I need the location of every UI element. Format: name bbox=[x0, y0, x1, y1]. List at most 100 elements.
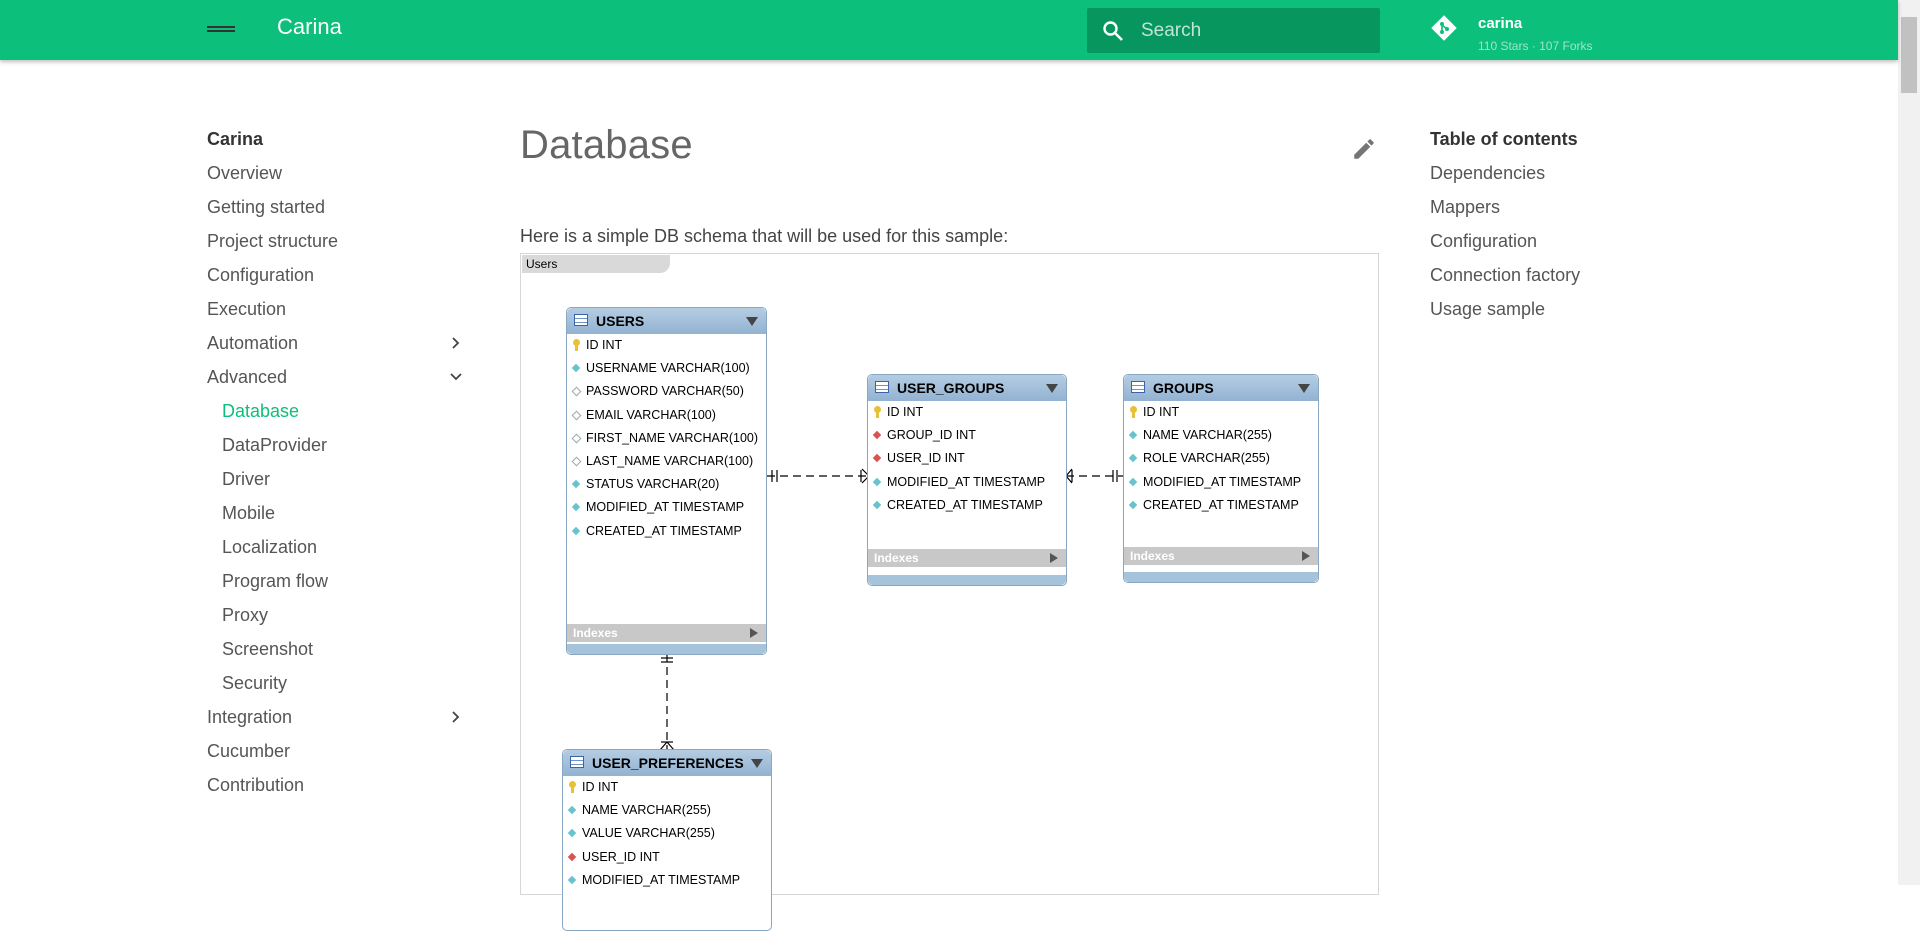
column-row[interactable]: ID INT bbox=[868, 401, 1066, 424]
logo[interactable] bbox=[207, 26, 235, 32]
edit-pencil-icon[interactable] bbox=[1351, 136, 1377, 162]
sidebar-item-label: Cucumber bbox=[207, 741, 291, 761]
indexes-bar[interactable]: Indexes bbox=[567, 624, 766, 642]
column-row[interactable]: MODIFIED_AT TIMESTAMP bbox=[1124, 471, 1318, 494]
sidebar-item-label: Getting started bbox=[207, 197, 326, 217]
column-row[interactable]: FIRST_NAME VARCHAR(100) bbox=[567, 427, 766, 450]
indexes-label: Indexes bbox=[874, 551, 919, 565]
column-label: USERNAME VARCHAR(100) bbox=[586, 361, 750, 376]
page-scrollbar[interactable] bbox=[1898, 0, 1920, 885]
collapse-arrow-icon[interactable] bbox=[751, 759, 763, 768]
column-row[interactable]: ID INT bbox=[563, 776, 771, 799]
column-row[interactable]: ROLE VARCHAR(255) bbox=[1124, 447, 1318, 470]
sidebar-item-driver[interactable]: Driver bbox=[207, 466, 477, 500]
table-name: USER_PREFERENCES bbox=[592, 755, 744, 771]
toc-item-connection-factory[interactable]: Connection factory bbox=[1430, 265, 1581, 285]
toc-item-configuration[interactable]: Configuration bbox=[1430, 231, 1538, 251]
column-label: USER_ID INT bbox=[582, 849, 660, 864]
column-row[interactable]: STATUS VARCHAR(20) bbox=[567, 473, 766, 496]
chevron-down-icon[interactable] bbox=[449, 370, 463, 384]
sidebar-item-advanced[interactable]: Advanced bbox=[207, 364, 477, 398]
table-header[interactable]: GROUPS bbox=[1124, 375, 1318, 401]
column-row[interactable]: GROUP_ID INT bbox=[868, 424, 1066, 447]
sidebar-item-automation[interactable]: Automation bbox=[207, 330, 477, 364]
sidebar-item-mobile[interactable]: Mobile bbox=[207, 500, 477, 534]
repo-link[interactable]: carina 110 Stars · 107 Forks bbox=[1430, 10, 1630, 50]
sidebar-item-project-structure[interactable]: Project structure bbox=[207, 228, 477, 262]
sidebar-item-label: Security bbox=[222, 673, 288, 693]
column-row[interactable]: USER_ID INT bbox=[868, 447, 1066, 470]
column-row[interactable]: CREATED_AT TIMESTAMP bbox=[567, 520, 766, 543]
sidebar-item-database[interactable]: Database bbox=[207, 398, 477, 432]
column-icon bbox=[1128, 477, 1138, 486]
collapse-arrow-icon[interactable] bbox=[746, 317, 758, 326]
column-label: NAME VARCHAR(255) bbox=[1143, 428, 1272, 443]
table-header[interactable]: USER_GROUPS bbox=[868, 375, 1066, 401]
column-label: LAST_NAME VARCHAR(100) bbox=[586, 453, 754, 468]
column-list: ID INT USERNAME VARCHAR(100) PASSWORD VARC… bbox=[567, 334, 766, 543]
scrollbar-thumb[interactable] bbox=[1901, 17, 1917, 93]
indexes-bar[interactable]: Indexes bbox=[1124, 547, 1318, 565]
chevron-right-icon[interactable] bbox=[449, 710, 463, 724]
search-input[interactable] bbox=[1141, 8, 1361, 53]
table-header[interactable]: USER_PREFERENCES bbox=[563, 750, 771, 776]
column-row[interactable]: USERNAME VARCHAR(100) bbox=[567, 357, 766, 380]
column-label: MODIFIED_AT TIMESTAMP bbox=[1143, 474, 1302, 489]
column-row[interactable]: VALUE VARCHAR(255) bbox=[563, 822, 771, 845]
column-row[interactable]: CREATED_AT TIMESTAMP bbox=[1124, 494, 1318, 517]
collapse-arrow-icon[interactable] bbox=[1298, 384, 1310, 393]
chevron-right-icon[interactable] bbox=[449, 336, 463, 350]
sidebar-item-label: Execution bbox=[207, 299, 287, 319]
toc-item-usage-sample[interactable]: Usage sample bbox=[1430, 299, 1546, 319]
column-row[interactable]: USER_ID INT bbox=[563, 846, 771, 869]
sidebar-item-screenshot[interactable]: Screenshot bbox=[207, 636, 477, 670]
search-box[interactable] bbox=[1087, 8, 1380, 53]
foreign-key-icon bbox=[872, 430, 882, 440]
sidebar-item-label: Driver bbox=[222, 469, 270, 489]
site-title[interactable]: Carina bbox=[277, 14, 342, 39]
sidebar-item-integration[interactable]: Integration bbox=[207, 704, 477, 738]
column-row[interactable]: EMAIL VARCHAR(100) bbox=[567, 404, 766, 427]
collapse-arrow-icon[interactable] bbox=[1046, 384, 1058, 393]
sidebar-item-getting-started[interactable]: Getting started bbox=[207, 194, 477, 228]
sidebar-item-proxy[interactable]: Proxy bbox=[207, 602, 477, 636]
table-header[interactable]: USERS bbox=[567, 308, 766, 334]
indexes-bar[interactable]: Indexes bbox=[868, 549, 1066, 567]
table-icon bbox=[875, 381, 889, 393]
column-row[interactable]: LAST_NAME VARCHAR(100) bbox=[567, 450, 766, 473]
toc-item-dependencies[interactable]: Dependencies bbox=[1430, 163, 1546, 183]
column-row[interactable]: ID INT bbox=[1124, 401, 1318, 424]
sidebar-item-contribution[interactable]: Contribution bbox=[207, 772, 477, 806]
sidebar-item-security[interactable]: Security bbox=[207, 670, 477, 704]
sidebar-item-overview[interactable]: Overview bbox=[207, 160, 477, 194]
table-name: USERS bbox=[596, 313, 645, 329]
column-row[interactable]: PASSWORD VARCHAR(50) bbox=[567, 380, 766, 403]
sidebar-item-program-flow[interactable]: Program flow bbox=[207, 568, 477, 602]
column-icon bbox=[1128, 454, 1138, 463]
sidebar-item-configuration[interactable]: Configuration bbox=[207, 262, 477, 296]
nav-title[interactable]: Carina bbox=[207, 129, 264, 149]
table-name: GROUPS bbox=[1153, 380, 1214, 396]
sidebar-item-execution[interactable]: Execution bbox=[207, 296, 477, 330]
column-row[interactable]: MODIFIED_AT TIMESTAMP bbox=[563, 869, 771, 892]
sidebar-item-label: Program flow bbox=[222, 571, 329, 591]
column-row[interactable]: NAME VARCHAR(255) bbox=[1124, 424, 1318, 447]
toc-item-mappers[interactable]: Mappers bbox=[1430, 197, 1501, 217]
users-table[interactable]: USERS ID INT USERNAME VARCHAR(100) PASSWOR… bbox=[566, 307, 767, 655]
sidebar-item-localization[interactable]: Localization bbox=[207, 534, 477, 568]
sidebar-item-cucumber[interactable]: Cucumber bbox=[207, 738, 477, 772]
sidebar-item-label: Proxy bbox=[222, 605, 269, 625]
column-row[interactable]: ID INT bbox=[567, 334, 766, 357]
column-row[interactable]: MODIFIED_AT TIMESTAMP bbox=[868, 471, 1066, 494]
sidebar-item-label: Localization bbox=[222, 537, 318, 557]
column-row[interactable]: NAME VARCHAR(255) bbox=[563, 799, 771, 822]
groups-table[interactable]: GROUPS ID INT NAME VARCHAR(255) ROLE VARCH… bbox=[1123, 374, 1319, 583]
column-row[interactable]: CREATED_AT TIMESTAMP bbox=[868, 494, 1066, 517]
column-label: ID INT bbox=[586, 338, 623, 352]
column-row[interactable]: MODIFIED_AT TIMESTAMP bbox=[567, 496, 766, 519]
sidebar-item-label: Configuration bbox=[207, 265, 315, 285]
sidebar-item-dataprovider[interactable]: DataProvider bbox=[207, 432, 477, 466]
